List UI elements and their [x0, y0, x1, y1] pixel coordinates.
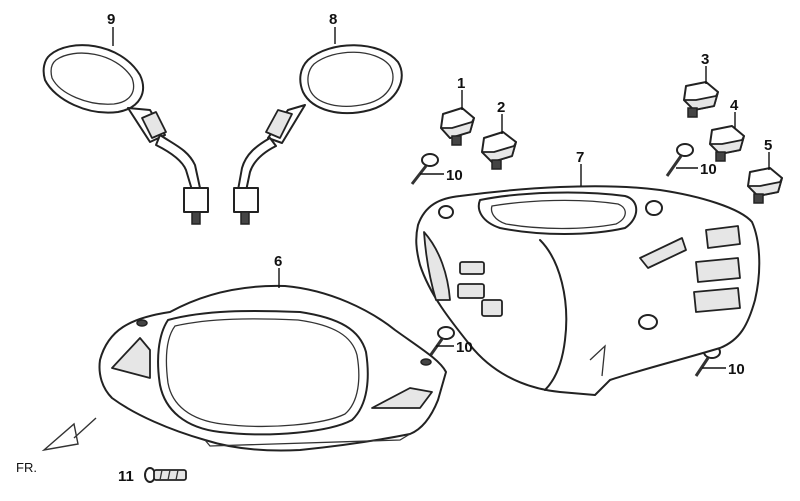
clip-part-3 — [683, 81, 719, 118]
clip-part-5 — [747, 167, 783, 204]
front-direction-label: FR. — [16, 460, 37, 475]
callout-10-lower-left: 10 — [456, 339, 473, 356]
screw-part-10-upper-left — [410, 153, 439, 185]
screw-part-10-lower-left — [428, 326, 455, 357]
clip-part-2 — [481, 131, 517, 170]
clip-part-4 — [709, 125, 745, 162]
callout-8: 8 — [329, 11, 337, 28]
callout-1: 1 — [457, 75, 465, 92]
right-mirror-part-8 — [233, 44, 403, 225]
callout-7: 7 — [576, 149, 584, 166]
callout-5: 5 — [764, 137, 772, 154]
callout-10-upper-right: 10 — [700, 161, 717, 178]
leader-lines — [112, 27, 770, 369]
callout-9: 9 — [107, 11, 115, 28]
rear-handlebar-cover-part-7 — [415, 185, 761, 396]
callout-3: 3 — [701, 51, 709, 68]
callout-4: 4 — [730, 97, 739, 114]
front-handlebar-cover-part-6 — [98, 284, 447, 452]
front-direction-arrow-icon — [41, 417, 97, 452]
callout-10-lower-right: 10 — [728, 361, 745, 378]
screw-part-11 — [144, 467, 187, 483]
screw-part-10-upper-right — [665, 143, 694, 177]
callout-10-upper-left: 10 — [446, 167, 463, 184]
callout-11: 11 — [118, 468, 134, 485]
clip-part-1 — [440, 107, 475, 146]
callout-6: 6 — [274, 253, 282, 270]
callout-2: 2 — [497, 99, 505, 116]
left-mirror-part-9 — [42, 44, 209, 225]
